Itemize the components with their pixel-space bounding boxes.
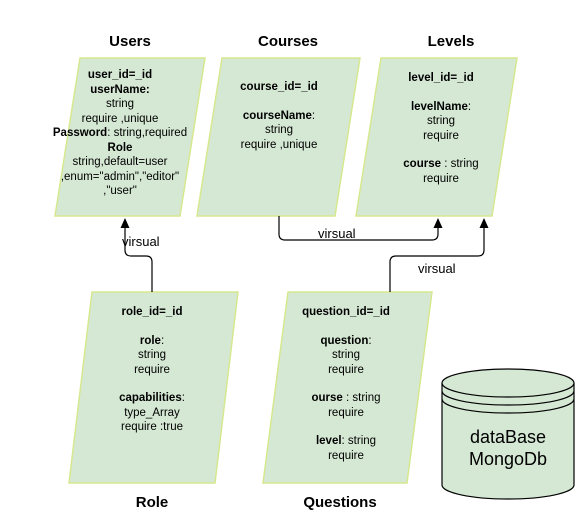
edge-questions-levels [389,226,485,292]
role-capabilities: capabilities: [77,391,227,406]
users-role-enum-cont: ,"user" [103,185,137,197]
users-id: user_id=_id [87,69,153,81]
edge-role-users [124,226,153,292]
database-cylinder[interactable] [441,368,575,500]
role-shape[interactable] [68,291,239,484]
users-role-key: Role [107,141,133,154]
courses-shape[interactable] [196,57,361,217]
database-label-line1: dataBase [469,427,547,447]
arrowhead-levels-1 [433,218,443,228]
questions-question: question: [271,334,421,349]
role-role-key: role [139,334,161,347]
levels-course-rules: require [423,172,459,185]
users-role-type: string,default=user [72,156,168,168]
users-username-key: userName: [90,83,150,96]
questions-level: level: string [271,434,421,449]
courses-name: courseName: [199,109,359,124]
role-title: Role [135,494,169,511]
arrowhead-levels-2 [479,218,489,228]
edge-courses-levels [278,216,439,241]
users-username-type: string [105,98,135,110]
questions-ourse-key: ourse [311,392,343,404]
questions-fields: question_id=_id question: string require… [271,305,421,463]
questions-ourse-value: : string [342,392,381,404]
levels-name-colon: : [467,100,472,113]
users-role-enum: ,enum="admin","editor" [60,170,180,183]
questions-level-rules: require [328,449,364,462]
role-capabilities-rules: require :true [120,421,183,433]
courses-name-rules: require ,unique [240,138,318,151]
users-password-key: Password [52,127,108,139]
questions-level-value: : string [341,435,377,447]
levels-course-value: : string [441,158,479,170]
questions-question-colon: : [368,334,372,347]
courses-id: course_id=_id [240,81,318,93]
role-role-colon: : [160,334,165,347]
users-shape[interactable] [54,57,206,217]
courses-fields: course_id=_id courseName: string require… [199,80,359,152]
questions-shape[interactable] [262,291,433,484]
courses-name-type: string [264,124,294,136]
database-label-line2: MongoDb [468,449,548,469]
users-password: Password: string,required [45,126,195,141]
edge-label-questions-levels: virsual [418,261,456,276]
role-role-type: string [137,349,167,361]
role-role: role: [77,334,227,349]
edge-label-courses-levels: virsual [318,226,356,241]
courses-name-key: courseName [242,109,312,122]
courses-title: Courses [257,33,319,50]
users-fields: user_id=_id userName: string require ,un… [45,68,195,199]
levels-shape[interactable] [355,57,518,217]
levels-fields: level_id=_id levelName: string require c… [361,71,521,186]
database-label: dataBase MongoDb [448,426,568,470]
questions-title: Questions [303,494,377,511]
arrowhead-users [120,218,130,228]
questions-ourse: ourse : string [271,391,421,406]
levels-name-rules: require [423,129,459,142]
questions-question-type: string [331,349,361,361]
questions-id: question_id=_id [302,306,390,318]
role-fields: role_id=_id role: string require capabil… [77,305,227,435]
levels-course-key: course [403,158,441,170]
role-capabilities-colon: : [181,392,185,404]
questions-question-rules: require [328,363,364,376]
users-password-value: : string,required [107,127,188,139]
questions-question-key: question [320,334,369,347]
levels-name-key: levelName [410,100,468,113]
courses-name-colon: : [311,109,316,122]
role-id: role_id=_id [121,306,183,318]
levels-course: course : string [361,157,521,172]
questions-ourse-rules: require [328,406,364,419]
levels-title: Levels [427,33,475,50]
users-title: Users [109,33,151,50]
role-capabilities-key: capabilities [119,392,182,404]
role-role-rules: require [134,363,170,376]
questions-level-key: level [315,435,342,447]
users-username-rules: require ,unique [81,112,159,125]
edge-label-role-users: virsual [122,234,160,249]
levels-name-type: string [426,115,456,127]
role-capabilities-type: type_Array [124,406,180,419]
levels-id: level_id=_id [408,72,474,84]
levels-name: levelName: [361,100,521,115]
